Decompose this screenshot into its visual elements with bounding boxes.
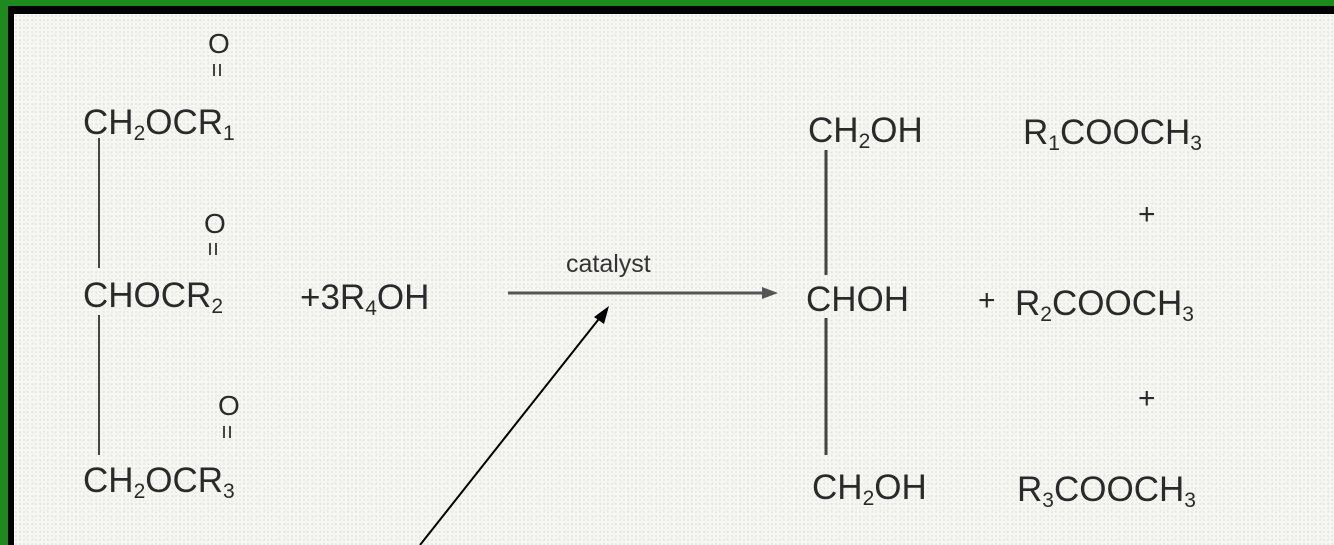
glycerol-top: CH2OH — [808, 111, 923, 153]
reactant-row-3: CH2OCR3 — [83, 461, 235, 503]
carbonyl-oxygen-3: O — [218, 390, 240, 421]
reactant-row-1: CH2OCR1 — [83, 103, 235, 145]
double-bond-1 — [213, 64, 221, 76]
pointer-arrow-line — [419, 314, 603, 545]
ester-1: R1COOCH3 — [1023, 113, 1202, 155]
plus-sign-main: + — [978, 284, 996, 317]
glycerol-bottom: CH2OH — [812, 468, 927, 510]
ester-2: R2COOCH3 — [1015, 284, 1194, 326]
glycerol-middle: CHOH — [806, 280, 910, 319]
pointer-arrow-head — [594, 306, 609, 324]
ester-3: R3COOCH3 — [1017, 470, 1196, 512]
catalyst-label: catalyst — [566, 250, 651, 278]
plus-sign-2: + — [1138, 382, 1156, 415]
carbonyl-oxygen-1: O — [208, 28, 230, 59]
reaction-panel — [14, 14, 1334, 545]
carbonyl-oxygen-2: O — [204, 208, 226, 239]
plus-sign-1: + — [1138, 198, 1156, 231]
double-bond-2 — [209, 243, 217, 255]
double-bond-3 — [223, 426, 231, 438]
reactant-row-2: CHOCR2 — [83, 276, 224, 318]
alcohol-reactant: +3R4OH — [300, 278, 430, 320]
reaction-arrow-head — [762, 287, 778, 299]
